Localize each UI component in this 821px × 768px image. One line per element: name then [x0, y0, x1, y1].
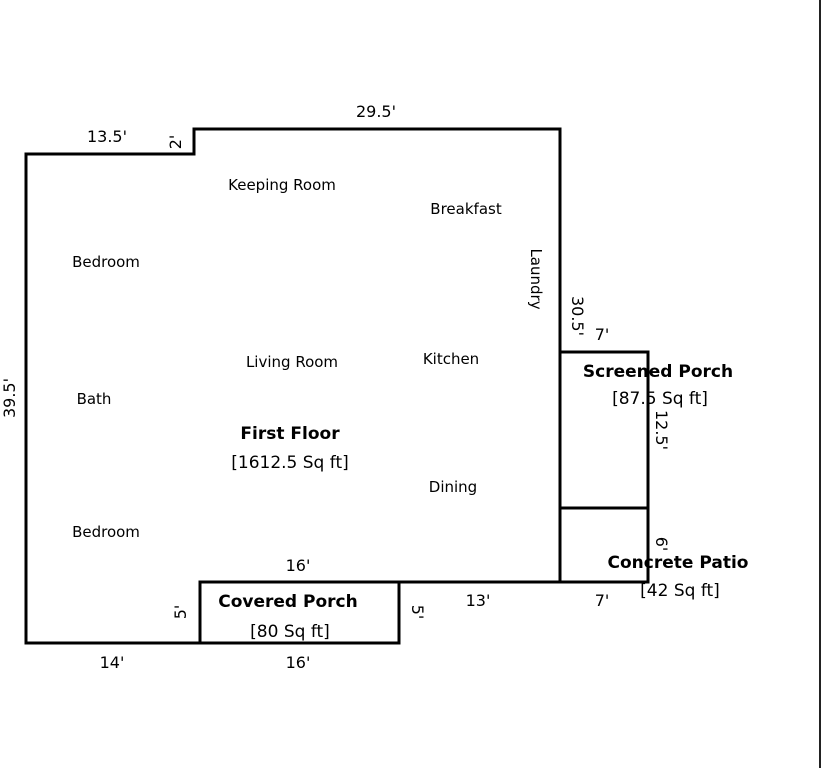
dim-screened-width: 7'	[595, 325, 610, 344]
dim-right-height: 30.5'	[568, 296, 587, 336]
dim-screened-height: 12.5'	[652, 410, 671, 450]
covered-porch-outline	[198, 580, 401, 645]
dim-bottom-left-width: 14'	[100, 653, 125, 672]
covered-porch-area: [80 Sq ft]	[250, 622, 330, 642]
dim-covered-bottom-width: 16'	[286, 653, 311, 672]
dim-covered-left-height: 5'	[171, 605, 190, 620]
room-dining: Dining	[429, 478, 477, 496]
screened-porch-area: [87.5 Sq ft]	[612, 389, 708, 409]
dim-top-width: 29.5'	[356, 102, 396, 121]
screened-porch-title: Screened Porch	[583, 362, 733, 382]
dim-top-left-width: 13.5'	[87, 127, 127, 146]
first-floor-title: First Floor	[240, 424, 340, 444]
dim-bottom-right-width: 13'	[466, 591, 491, 610]
room-living-room: Living Room	[246, 353, 338, 371]
room-laundry: Laundry	[527, 248, 545, 309]
room-keeping-room: Keeping Room	[228, 176, 336, 194]
room-kitchen: Kitchen	[423, 350, 479, 368]
dim-covered-top-width: 16'	[286, 556, 311, 575]
room-bath: Bath	[77, 390, 112, 408]
concrete-patio-title: Concrete Patio	[608, 553, 749, 573]
covered-porch-title: Covered Porch	[218, 592, 357, 612]
room-bedroom-bottom: Bedroom	[72, 523, 140, 541]
dim-patio-height: 6'	[652, 537, 671, 552]
first-floor-area: [1612.5 Sq ft]	[231, 453, 349, 473]
dim-patio-width: 7'	[595, 591, 610, 610]
right-border-line	[819, 0, 821, 768]
dim-step-height: 2'	[166, 135, 185, 150]
concrete-patio-area: [42 Sq ft]	[640, 581, 720, 601]
dim-left-height: 39.5'	[0, 378, 19, 418]
room-breakfast: Breakfast	[430, 200, 502, 218]
dim-covered-right-height: 5'	[408, 605, 427, 620]
concrete-patio-outline	[558, 506, 650, 584]
room-bedroom-top: Bedroom	[72, 253, 140, 271]
